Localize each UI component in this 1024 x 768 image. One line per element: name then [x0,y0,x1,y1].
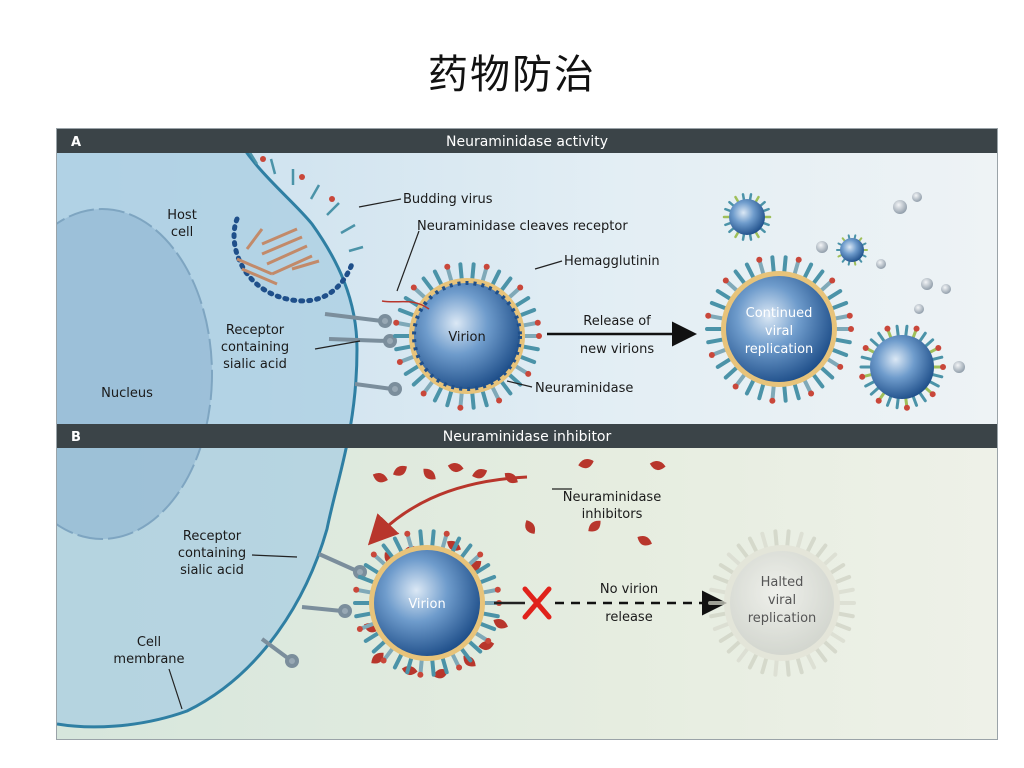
cell-membrane-label-2: membrane [113,652,184,667]
floating-particles [816,192,965,373]
neuraminidase-label: Neuraminidase [535,381,633,396]
continued-virion [705,255,854,404]
neuraminidase-figure: A Neuraminidase activity B Neuraminidase… [56,128,998,740]
continued-label-2: viral [765,324,793,339]
continued-label-3: replication [745,342,814,357]
receptors-panel-a [324,312,402,396]
release-label-2: new virions [580,342,654,357]
inhibitor-arrow [367,475,528,546]
cleave-arc [381,300,430,310]
virion-a-label: Virion [448,330,485,345]
leader-lines-b [168,488,572,710]
panel-a-band [57,129,997,153]
nucleus [57,209,212,539]
nucleus-label: Nucleus [101,386,153,401]
neuraminidase-cleaves-label: Neuraminidase cleaves receptor [417,219,628,234]
released-virion-2 [836,234,868,266]
cell-membrane-label-1: Cell [137,635,161,650]
virion-b [353,529,502,678]
inhibitor-molecule [588,520,601,532]
panel-b-band [57,424,997,448]
receptor-label-a-2: containing [221,340,289,355]
inhibitor-molecule [649,461,666,471]
no-release-label-2: release [605,610,652,625]
inhibitor-molecule [578,458,594,469]
inhibitor-molecule [504,472,518,484]
cell-membrane [57,129,359,729]
inhibitor-molecule [525,520,536,534]
halted-virion [708,529,856,677]
receptor-label-a-1: Receptor [226,323,285,338]
hemagglutinin-label: Hemagglutinin [564,254,660,269]
inhibitor-molecule [371,652,384,664]
released-virion-1 [722,193,772,241]
receptor-label-b-2: containing [178,546,246,561]
panel-a-letter: A [71,135,81,150]
continued-label-1: Continued [746,306,813,321]
halted-label-1: Halted [761,575,804,590]
virion-a [393,262,542,411]
host-cell-label-2: cell [171,225,193,240]
inhibitors-label-2: inhibitors [582,507,643,522]
released-virion-3 [859,324,946,411]
inhibitor-molecule [447,463,464,473]
host-cell-label-1: Host [167,208,197,223]
release-label-1: Release of [583,314,651,329]
halted-label-2: viral [768,593,796,608]
panel-b-title: Neuraminidase inhibitor [443,429,612,445]
no-release-label-1: No virion [600,582,658,597]
receptor-label-b-1: Receptor [183,529,242,544]
halted-label-3: replication [748,611,817,626]
inhibitors-label-1: Neuraminidase [563,490,661,505]
panel-b-letter: B [71,430,81,445]
receptor-label-b-3: sialic acid [180,563,244,578]
panel-a-title: Neuraminidase activity [446,134,608,150]
inhibitor-molecule [493,618,508,629]
inhibitor-molecule [393,465,407,476]
receptor-label-a-3: sialic acid [223,357,287,372]
slide-title: 药物防治 [428,52,596,98]
inhibitor-molecule [423,468,436,480]
budding-virus [231,150,364,304]
budding-virus-label: Budding virus [403,192,493,207]
leader-lines-a [314,198,563,388]
virion-b-label: Virion [408,597,445,612]
nuclear-envelope [57,208,213,540]
inhibitor-molecule [472,469,488,479]
inhibitor-molecule [478,641,495,651]
inhibitor-molecule [372,473,388,483]
inhibitor-molecule [637,535,652,546]
x-cross-icon [522,586,552,620]
